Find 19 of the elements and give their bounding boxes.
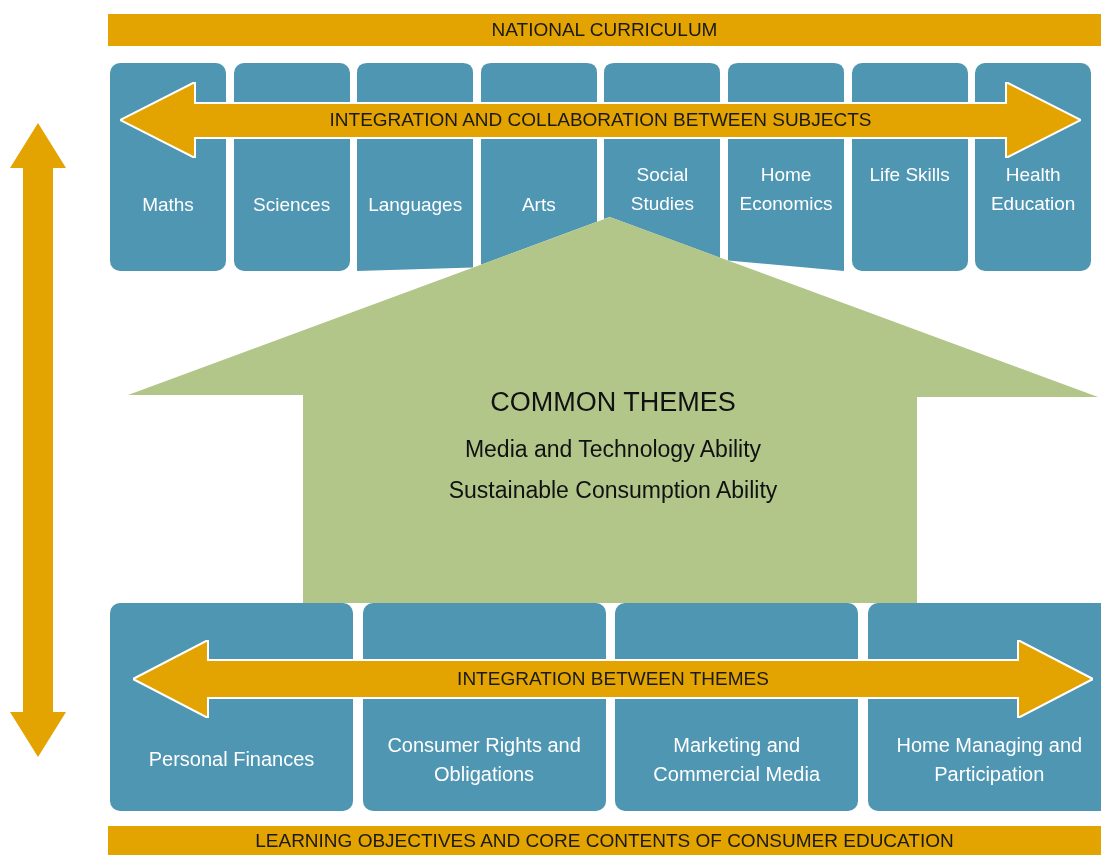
subject-label: Languages [368, 193, 463, 217]
theme-item: Sustainable Consumption Ability [448, 477, 778, 504]
theme-label: Home Managing and Participation [895, 733, 1084, 787]
theme-label: Marketing and Commercial Media [652, 733, 822, 787]
subject-label: Maths [142, 193, 194, 217]
band-title: LEARNING OBJECTIVES AND CORE CONTENTS OF CONSUMER EDUCATION [255, 829, 954, 852]
theme-label: Personal Finances [148, 747, 315, 772]
theme-label: Consumer Rights and Obligations [386, 733, 582, 787]
band-title: NATIONAL CURRICULUM [491, 19, 718, 41]
subject-label: Home Economics [738, 163, 834, 216]
subject-label: Sciences [253, 193, 331, 217]
header-band [108, 826, 1101, 855]
header-band [108, 14, 1101, 46]
subject-label: Health Education [989, 163, 1077, 216]
subject-label: Life Skills [869, 163, 950, 187]
theme-item: Media and Technology Ability [464, 436, 762, 463]
section-heading: COMMON THEMES [490, 387, 736, 418]
subject-label: Arts [521, 193, 556, 217]
subject-label: Social Studies [629, 163, 696, 216]
